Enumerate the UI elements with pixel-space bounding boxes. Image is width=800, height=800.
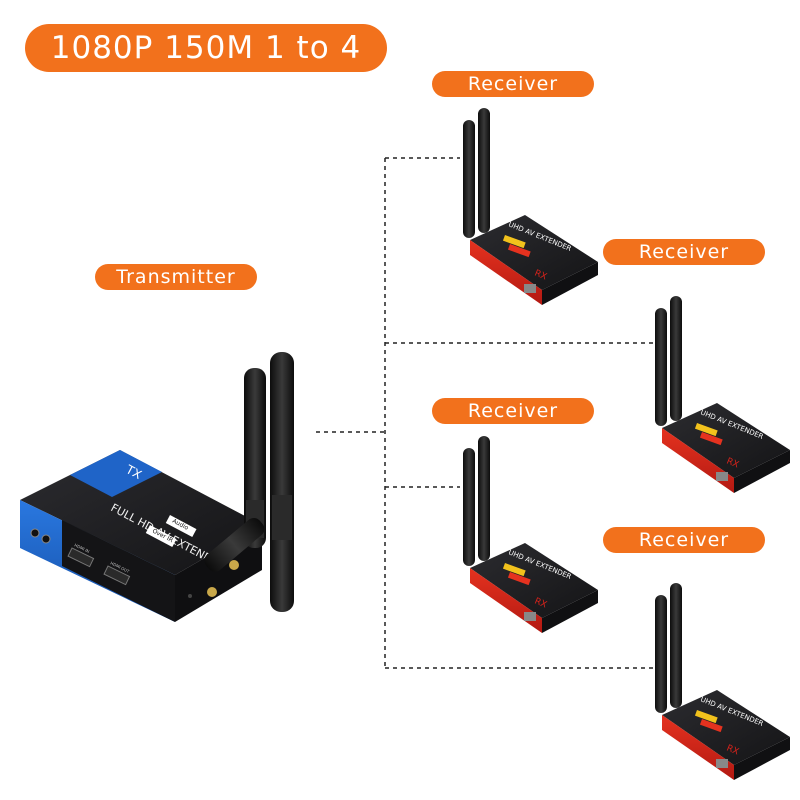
rx-badge: RX [533,597,548,611]
receiver-label-text: Receiver [638,529,730,551]
rx-ethernet-port [524,284,536,293]
tx-port-jack [30,528,40,538]
headline-text: 1080P 150M 1 to 4 [50,30,362,66]
transmitter-label-text: Transmitter [116,266,236,288]
transmitter-device: TX FULL HD AV EXTENDER Audio Over IR [20,450,262,622]
rx-ethernet-port [716,472,728,481]
transmitter-label: Transmitter [95,264,257,290]
receiver-label-text: Receiver [638,241,730,263]
receiver-label-text: Receiver [467,400,559,422]
receiver-device-4: UHD AV EXTENDER RX [655,583,790,780]
receiver-device-1: UHD AV EXTENDER RX [463,108,598,305]
receiver-label-text: Receiver [467,73,559,95]
receiver-label-1: Receiver [432,71,594,97]
tx-hdmi-port [103,565,131,586]
transmitter-antennas [204,352,294,612]
rx-ethernet-port [524,612,536,621]
tx-port-jack [41,534,51,544]
headline-banner: 1080P 150M 1 to 4 [25,24,387,72]
tx-hdmi-port [67,547,95,568]
receiver-label-3: Receiver [432,398,594,424]
rx-badge: RX [725,744,740,758]
receiver-device-3: UHD AV EXTENDER RX [463,436,598,633]
rx-ethernet-port [716,759,728,768]
tx-port-label-in: HDMI IN [74,542,91,554]
tx-badge: TX [123,462,144,482]
connector-lines [316,157,655,669]
rx-badge: RX [533,269,548,283]
rx-badge: RX [725,457,740,471]
receiver-label-4: Receiver [603,527,765,553]
receiver-label-2: Receiver [603,239,765,265]
receiver-device-2: UHD AV EXTENDER RX [655,296,790,493]
